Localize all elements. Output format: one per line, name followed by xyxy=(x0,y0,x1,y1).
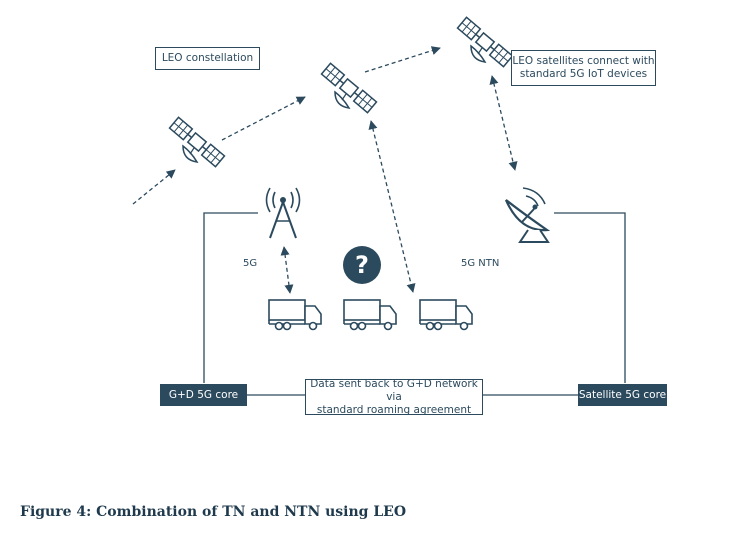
truck-icon xyxy=(343,299,397,331)
leo-constellation-label: LEO constellation xyxy=(155,47,260,70)
question-icon: ? xyxy=(343,246,381,284)
truck-icon xyxy=(268,299,322,331)
truck-icon xyxy=(419,299,473,331)
satellite-dish-icon xyxy=(504,187,551,243)
dish-core-line xyxy=(554,212,626,383)
satellite-icon xyxy=(456,16,514,68)
label-5g: 5G xyxy=(243,258,258,269)
cell-tower-icon xyxy=(265,187,301,239)
tower-core-line xyxy=(203,212,258,383)
sat-truck-link xyxy=(368,120,416,293)
figure-caption: Figure 4: Combination of TN and NTN usin… xyxy=(20,504,407,520)
orbit-arrow-1 xyxy=(132,169,176,205)
gd-5g-core: G+D 5G core xyxy=(160,384,247,406)
orbit-arrow-2 xyxy=(221,96,306,141)
leo-satellites-note: LEO satellites connect with standard 5G … xyxy=(511,50,656,86)
data-sent-back-box: Data sent back to G+D network via standa… xyxy=(305,378,483,416)
satellite-5g-core: Satellite 5G core xyxy=(578,384,667,406)
satellite-icon xyxy=(168,116,226,168)
tower-truck-link xyxy=(280,246,294,294)
orbit-arrow-3 xyxy=(364,46,441,73)
sat-dish-link xyxy=(489,75,518,171)
label-5g-ntn: 5G NTN xyxy=(461,258,500,269)
